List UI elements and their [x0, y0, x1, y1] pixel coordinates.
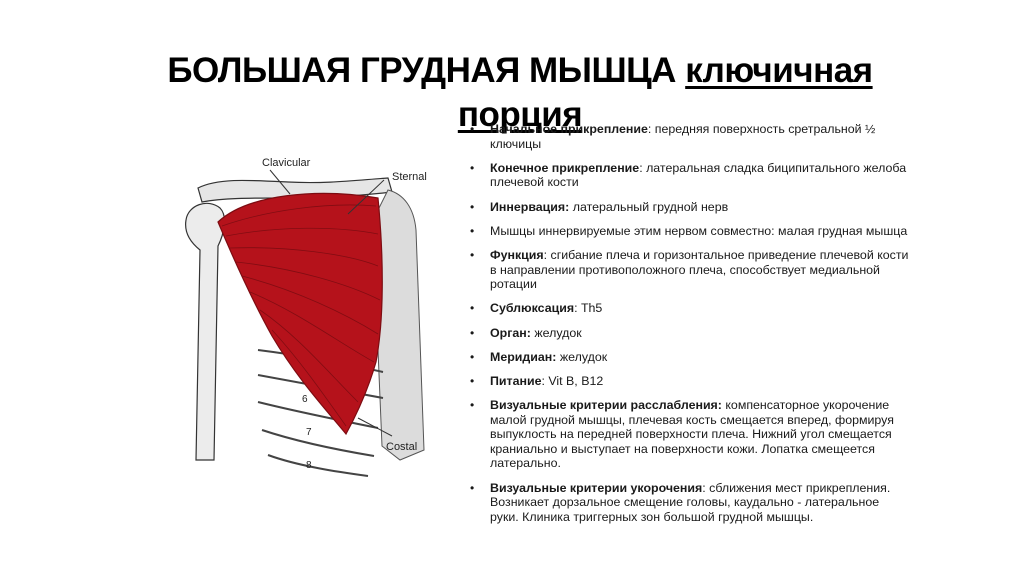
rib-5 [267, 454, 369, 477]
bullet-meridian: Меридиан: желудок [470, 350, 910, 365]
costal-label: Costal [386, 441, 417, 453]
bullet-co-innervated: Мышцы иннервируемые этим нервом совместн… [470, 224, 910, 239]
title-underlined: ключичная [685, 51, 873, 91]
title-main: БОЛЬШАЯ ГРУДНАЯ МЫШЦА [167, 51, 686, 91]
sternal-pointer [347, 179, 385, 215]
bullet-insertion: Конечное прикрепление: латеральная сладк… [470, 161, 910, 190]
sternum-bone [374, 189, 425, 461]
rib-3 [257, 401, 379, 429]
slide-title: БОЛЬШАЯ ГРУДНАЯ МЫШЦА ключичная порция [160, 49, 880, 137]
rib-label-7: 7 [306, 427, 312, 438]
rib-4 [261, 429, 375, 457]
muscle-fibers [221, 204, 381, 427]
bullet-shortening-criteria: Визуальные критерии укорочения: сближени… [470, 481, 910, 525]
rib-label-8: 8 [306, 460, 312, 471]
bullet-origin: Начальное прикрепление: передняя поверхн… [470, 122, 910, 151]
costal-pointer [357, 417, 393, 437]
pectoralis-muscle [217, 192, 383, 436]
bullet-subluxation: Сублюксация: Th5 [470, 301, 910, 316]
bullet-innervation: Иннервация: латеральный грудной нерв [470, 200, 910, 215]
bullet-function: Функция: сгибание плеча и горизонтальное… [470, 248, 910, 292]
clavicular-label: Clavicular [262, 157, 311, 169]
rib-label-6: 6 [302, 394, 308, 405]
info-bullet-list: Начальное прикрепление: передняя поверхн… [468, 122, 910, 534]
humerus-bone [185, 202, 226, 461]
bullet-nutrition: Питание: Vit B, B12 [470, 374, 910, 389]
pectoralis-major-illustration: Clavicular Sternal Costal 6 7 8 [185, 157, 427, 477]
bullet-organ: Орган: желудок [470, 326, 910, 341]
sternal-label: Sternal [392, 171, 427, 183]
clavicular-pointer [269, 169, 291, 195]
bullet-relaxation-criteria: Визуальные критерии расслабления: компен… [470, 398, 910, 471]
